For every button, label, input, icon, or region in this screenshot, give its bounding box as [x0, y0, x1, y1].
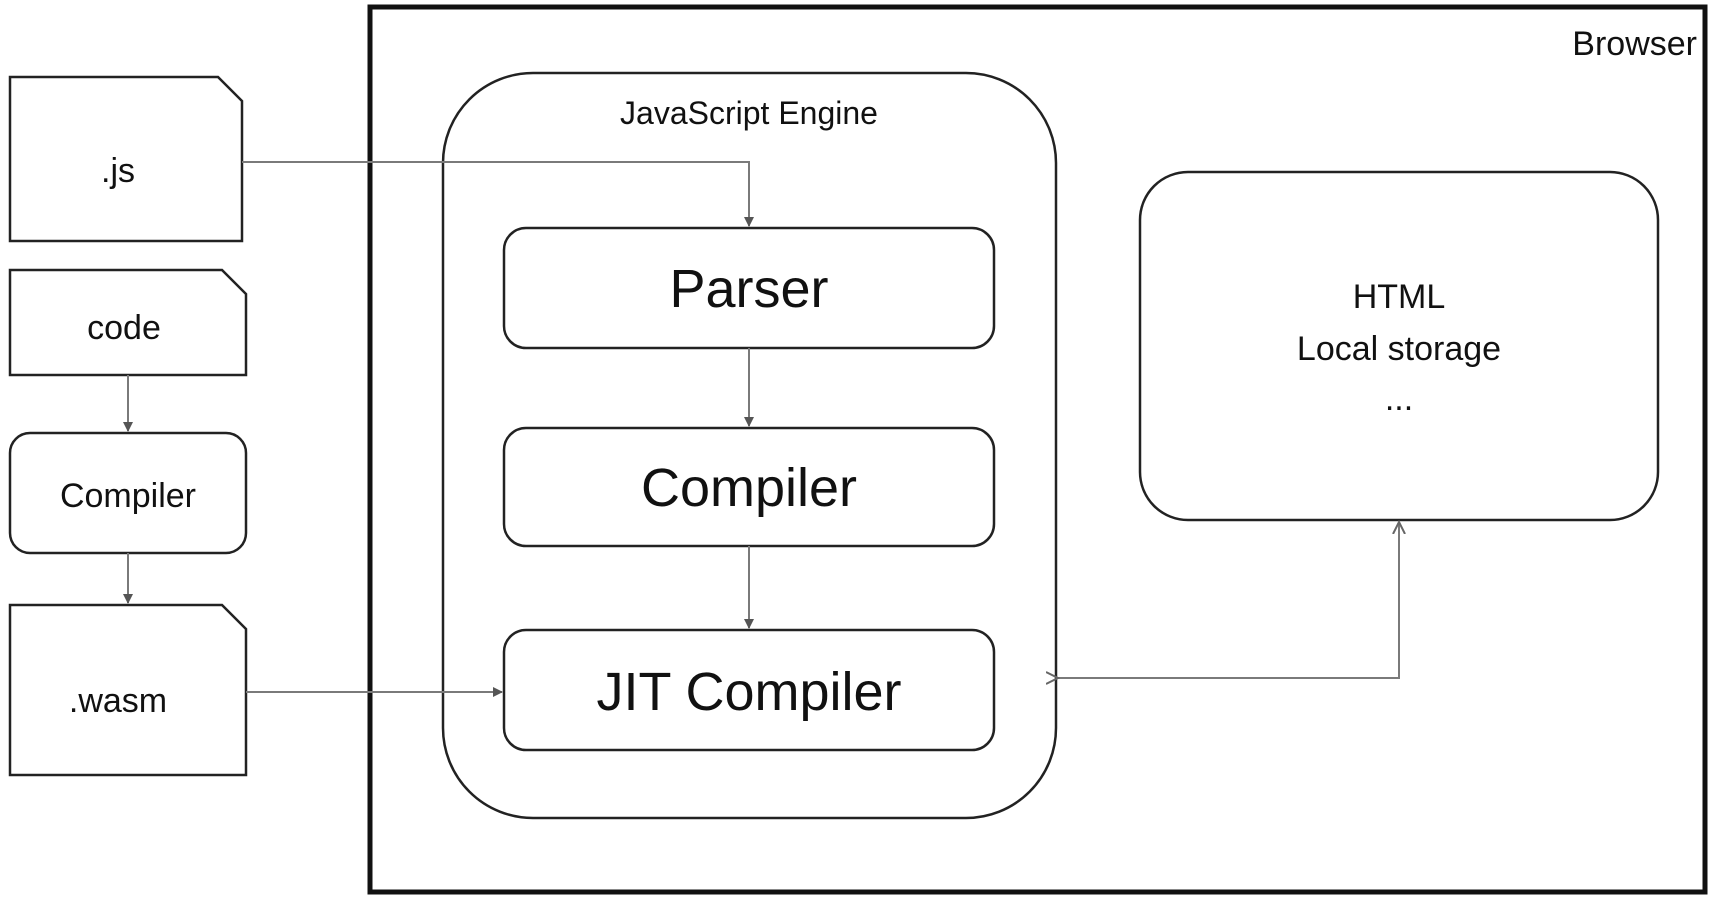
code-file-label: code: [87, 309, 161, 347]
jit-compiler-label: JIT Compiler: [596, 662, 901, 722]
engine-apis-connector: [1058, 522, 1399, 678]
engine-compiler-label: Compiler: [641, 458, 857, 518]
jit-compiler-box: [502, 628, 996, 752]
js-to-parser-arrow: [242, 161, 754, 227]
wasm-file-label: .wasm: [69, 682, 167, 720]
js-file-label: .js: [101, 152, 135, 190]
browser-apis-html: HTML: [1353, 278, 1446, 316]
js-file-icon: [8, 75, 244, 243]
wasm-compiler-label: Compiler: [60, 477, 196, 515]
javascript-engine-label: JavaScript Engine: [620, 95, 878, 131]
browser-apis-more: ...: [1385, 380, 1413, 418]
browser-label: Browser: [1572, 25, 1697, 63]
code-file-icon: [8, 268, 248, 377]
browser-apis-local-storage: Local storage: [1297, 330, 1501, 368]
wasm-file-icon: [8, 603, 248, 777]
parser-label: Parser: [669, 259, 828, 319]
browser-frame: [367, 4, 1708, 895]
